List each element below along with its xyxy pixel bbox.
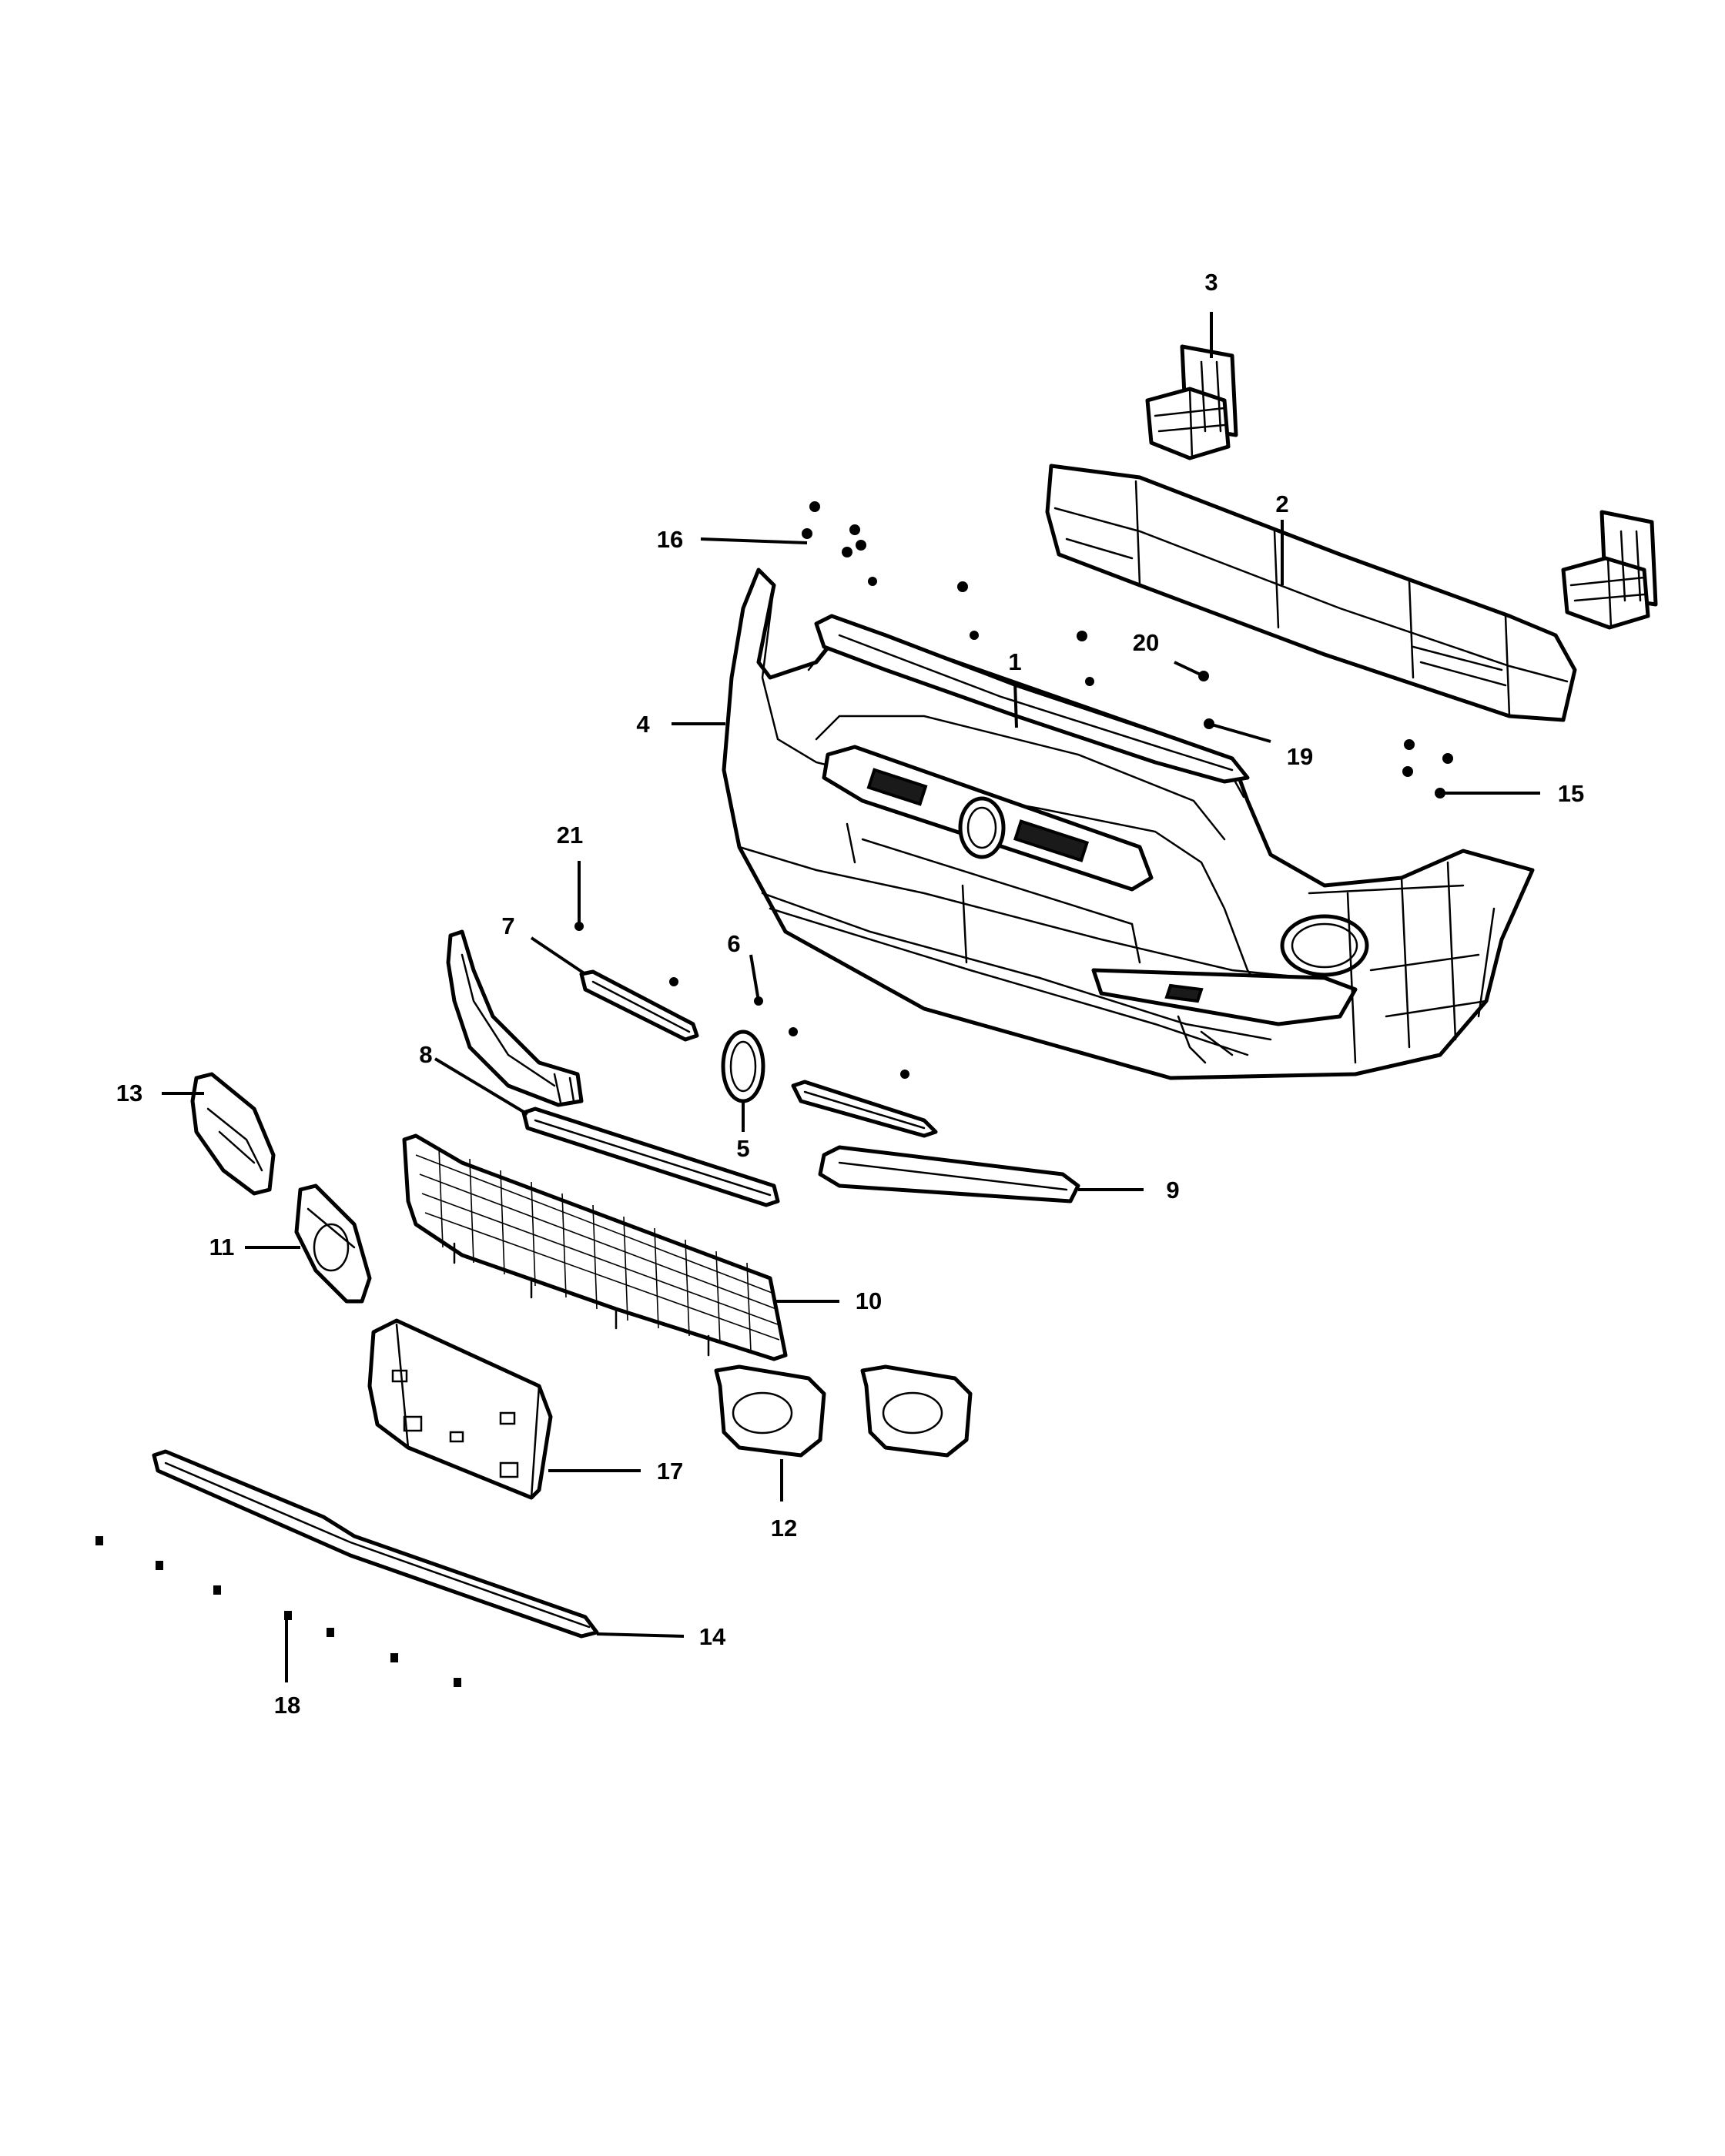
bezel-left-upper-part (190, 1072, 276, 1196)
badge-ring-part (721, 1029, 765, 1103)
molding-7-part (579, 969, 699, 1042)
callout-18: 18 (274, 1692, 300, 1719)
energy-absorber-part (1045, 464, 1577, 722)
bracket-upper-part (1145, 344, 1238, 460)
callouts: 1 2 3 4 5 6 7 8 9 10 11 12 13 14 15 16 1… (116, 269, 1584, 1719)
center-trim-bar-part (521, 1106, 780, 1207)
callout-16: 16 (657, 526, 683, 553)
callout-6: 6 (727, 930, 740, 957)
lower-spoiler-part (152, 1449, 599, 1639)
callout-9: 9 (1166, 1177, 1179, 1204)
leader-lines (162, 312, 1540, 1682)
callout-8: 8 (419, 1041, 432, 1068)
bumper-fascia-part (722, 567, 1535, 1080)
bezel-left-fog-part (294, 1183, 372, 1304)
fog-bezel-lower-left-part (714, 1364, 826, 1458)
callout-2: 2 (1275, 490, 1288, 517)
callout-21: 21 (557, 822, 583, 849)
callout-4: 4 (636, 711, 650, 738)
callout-13: 13 (116, 1080, 142, 1106)
callout-15: 15 (1558, 780, 1584, 807)
callout-20: 20 (1133, 629, 1159, 656)
molding-right-part (791, 1080, 938, 1138)
fog-bezel-lower-right-part (860, 1364, 973, 1458)
callout-17: 17 (657, 1458, 683, 1485)
trim-right-part (818, 1145, 1080, 1204)
callout-1: 1 (1008, 648, 1021, 675)
callout-3: 3 (1204, 269, 1218, 296)
lower-grille-part (402, 1133, 788, 1361)
callout-11: 11 (209, 1234, 235, 1260)
callout-14: 14 (699, 1623, 726, 1650)
trim-left-upper-part (446, 929, 584, 1107)
callout-7: 7 (501, 912, 514, 939)
bracket-right-part (1561, 510, 1658, 630)
upper-reinforcement-part (814, 614, 1250, 784)
callout-10: 10 (856, 1287, 882, 1314)
license-plate-bracket-part (367, 1318, 553, 1500)
callout-12: 12 (771, 1515, 797, 1542)
callout-19: 19 (1287, 743, 1313, 770)
callout-5: 5 (736, 1135, 749, 1162)
